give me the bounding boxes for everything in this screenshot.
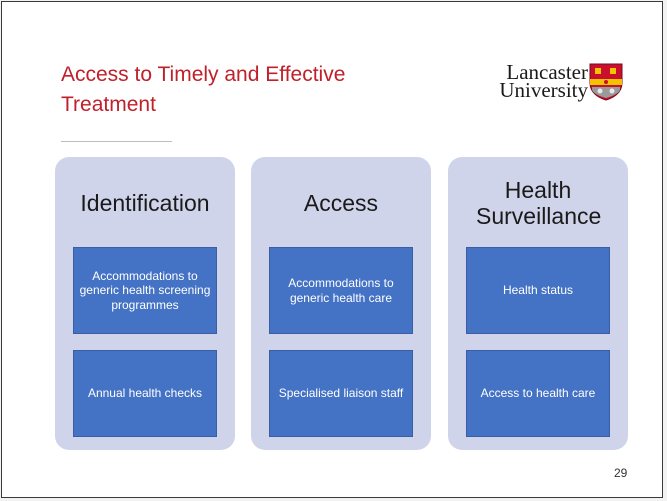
box-screening-accommodations: Accommodations to generic health screeni… (73, 247, 217, 334)
column-heading: Health Surveillance (476, 177, 602, 229)
box-generic-care-accommodations: Accommodations to generic health care (269, 247, 413, 334)
page-number: 29 (614, 466, 628, 480)
column-identification: Identification Accommodations to generic… (55, 157, 235, 450)
box-annual-health-checks: Annual health checks (73, 350, 217, 437)
crest-icon (589, 63, 623, 101)
column-heading: Identification (80, 190, 210, 216)
slide-title: Access to Timely and Effective Treatment (61, 63, 346, 116)
logo-line-1: Lancaster (506, 60, 588, 84)
column-health-surveillance: Health Surveillance Health status Access… (448, 157, 628, 450)
university-logo: Lancaster University (461, 60, 626, 113)
column-access: Access Accommodations to generic health … (251, 157, 431, 450)
title-underline (61, 141, 172, 142)
box-access-to-health-care: Access to health care (466, 350, 610, 437)
logo-wordmark: Lancaster University (461, 60, 588, 102)
column-heading: Access (303, 190, 379, 216)
box-liaison-staff: Specialised liaison staff (269, 350, 413, 437)
logo-line-2: University (499, 78, 588, 102)
box-health-status: Health status (466, 247, 610, 334)
